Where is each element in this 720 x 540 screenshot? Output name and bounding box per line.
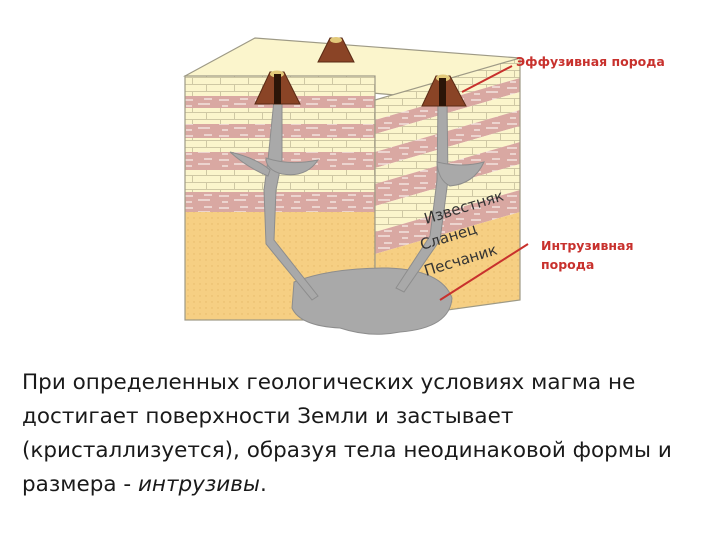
magma-body: [229, 99, 485, 335]
effusive-label: Эффузивная порода: [516, 54, 665, 69]
intrusive-label-line1: Интрузивная: [541, 238, 633, 253]
caption-end: .: [259, 472, 267, 497]
geology-diagram: Известняк Сланец Песчаник Эффузивная пор…: [182, 37, 665, 335]
front-face: [184, 75, 376, 321]
caption: При определенных геологических условиях …: [22, 366, 702, 502]
lava-cones: [254, 37, 467, 107]
intrusive-pointer: [439, 243, 529, 301]
caption-text: При определенных геологических условиях …: [22, 370, 672, 497]
intrusive-label-line2: порода: [541, 257, 594, 272]
effusive-pointer: [461, 65, 513, 93]
caption-emphasis: интрузивы: [137, 472, 260, 497]
